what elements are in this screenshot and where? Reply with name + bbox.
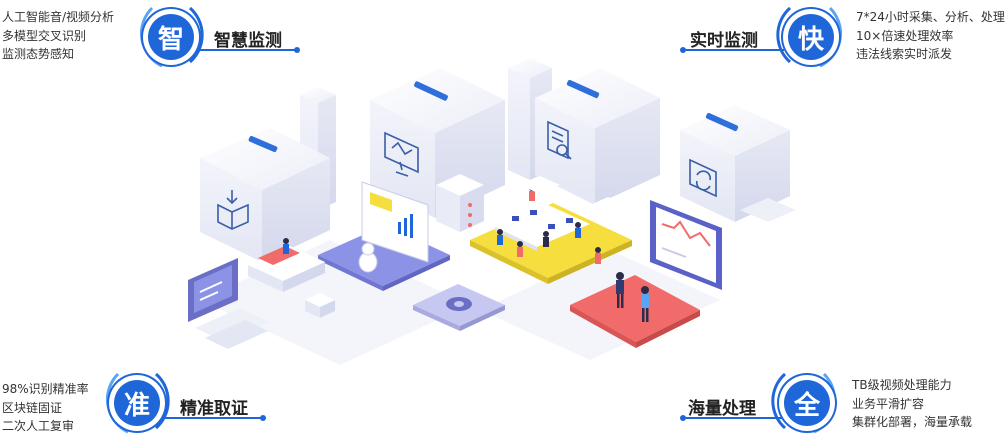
block-dispatch-sign (705, 112, 739, 132)
robot-figure (358, 242, 378, 273)
platform-red (570, 272, 700, 348)
laptops (512, 210, 573, 229)
block-collect-sign (248, 135, 278, 153)
people-meeting (497, 185, 601, 264)
workstation-left (248, 238, 325, 292)
platform-yellow (470, 176, 632, 284)
block-dispatch (680, 105, 796, 222)
refresh-monitor-icon (689, 158, 717, 198)
block-analysis-sign (414, 81, 448, 101)
dashboard-right (650, 200, 722, 290)
small-cubes (305, 293, 335, 318)
download-box-icon (217, 190, 249, 230)
block-collect (200, 128, 330, 262)
block-recognition-sign (566, 79, 600, 99)
server-stack (436, 174, 484, 232)
platform-purple (318, 181, 450, 291)
monitor-left (188, 258, 270, 349)
meeting-table (495, 205, 590, 251)
monitor-graph-icon (384, 131, 419, 177)
platform-gear (413, 284, 505, 331)
block-recognition (535, 68, 660, 205)
gear-icon (446, 297, 472, 311)
document-search-icon (547, 120, 572, 160)
analytics-board (361, 181, 429, 263)
people-standing (616, 272, 649, 322)
